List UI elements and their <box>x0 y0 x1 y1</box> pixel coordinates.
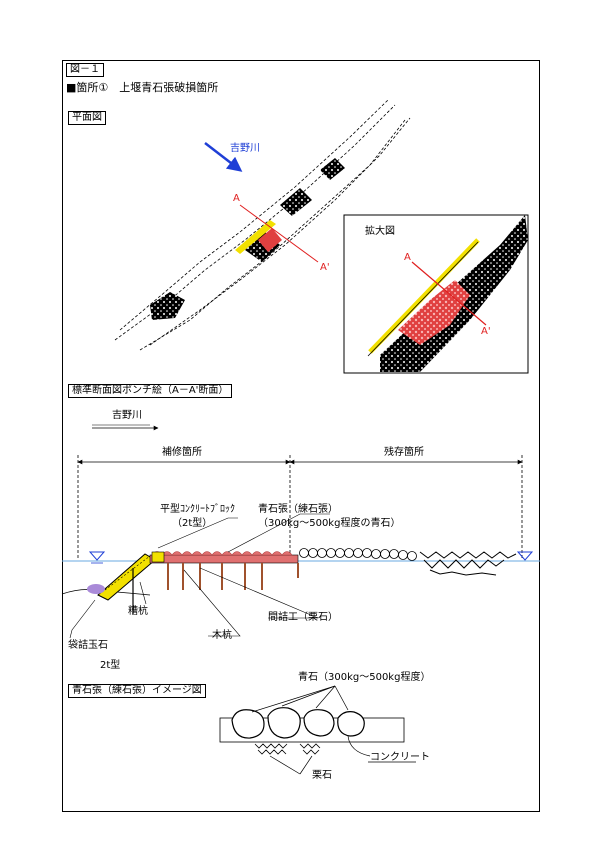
water-mark-left <box>88 551 106 561</box>
image-stone-label: 青石（300kg～500kg程度） <box>298 672 431 683</box>
section-a-label: A <box>233 193 240 204</box>
bag-size-label: 2t型 <box>100 660 121 671</box>
bag-gravel-label: 袋詰玉石 <box>68 640 108 651</box>
plan-rubble <box>150 158 345 320</box>
water-mark-right <box>516 551 534 561</box>
plan-damage-area <box>258 228 282 252</box>
enlarged-a-label: A <box>404 252 411 263</box>
fill-label: 間詰工（栗石） <box>268 612 338 623</box>
stone-label: 青石張（練石張） <box>258 504 338 515</box>
river-flow-arrow <box>204 142 243 172</box>
remaining-area-label: 残存箇所 <box>384 447 424 458</box>
section-line-plan <box>239 204 319 263</box>
timber-pile-label: 木杭 <box>212 630 232 641</box>
rubble-pile <box>419 551 517 576</box>
enlarged-yellow-edge <box>368 238 480 354</box>
flow-direction-label: 吉野川 <box>112 410 142 421</box>
section-view-label: 標準断面図ポンチ絵（A－A'断面） <box>68 384 233 398</box>
image-diagram-label: 青石張（練石張）イメージ図 <box>68 684 206 698</box>
bag-gravel <box>87 584 105 594</box>
figure-title: ■箇所① 上堰青石張破損箇所 <box>66 81 219 94</box>
plan-yellow-edge <box>235 220 276 254</box>
section-a-prime-label: A' <box>320 262 330 273</box>
enlarged-view-label: 拡大図 <box>365 226 395 237</box>
block-label: 平型ｺﾝｸﾘｰﾄﾌﾞﾛｯｸ <box>160 504 235 515</box>
stone-note-label: （300kg～500kg程度の青石） <box>258 518 401 529</box>
image-gravel-label: 栗石 <box>312 770 332 781</box>
river-name-label: 吉野川 <box>230 143 260 154</box>
stone-row <box>151 551 293 556</box>
pile-label: 糟杭 <box>128 606 148 617</box>
plan-weir <box>114 99 411 351</box>
section-line-enlarged <box>411 261 487 326</box>
image-stones <box>231 707 365 739</box>
repair-area-label: 補修箇所 <box>162 447 202 458</box>
image-concrete-label: コンクリート <box>370 752 430 763</box>
figure-frame <box>62 60 540 812</box>
stone-base <box>149 554 299 564</box>
plan-view-label: 平面図 <box>68 111 106 125</box>
timber-piles <box>167 563 299 590</box>
figure-number: 図－１ <box>66 63 104 77</box>
remaining-stones <box>299 548 417 561</box>
image-leaders <box>251 685 371 775</box>
block-size-label: （2t型） <box>172 518 213 529</box>
enlarged-a-prime-label: A' <box>481 326 491 337</box>
image-gravel <box>254 743 321 755</box>
section-leaders <box>69 513 330 639</box>
